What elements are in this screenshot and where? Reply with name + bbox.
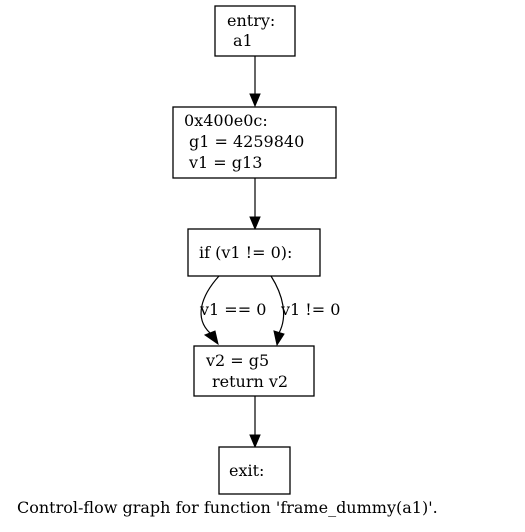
- node-cond: if (v1 != 0):: [187, 228, 321, 277]
- node-block-400e0c-box: [172, 106, 337, 179]
- node-return: v2 = g5 return v2: [193, 345, 315, 397]
- node-return-line-1: v2 = g5: [205, 351, 269, 370]
- node-return-line-2: return v2: [212, 372, 288, 391]
- arrowhead: [249, 216, 261, 231]
- node-exit: exit:: [218, 446, 291, 495]
- node-return-box: [193, 345, 315, 397]
- node-block-400e0c-line-1: 0x400e0c:: [184, 111, 268, 130]
- edge-label-eq-zero: v1 == 0: [199, 300, 266, 319]
- arrowhead: [273, 330, 285, 347]
- arrowhead: [249, 93, 261, 108]
- node-entry-box: [214, 5, 296, 57]
- node-block-400e0c-line-3: v1 = g13: [188, 153, 262, 172]
- node-entry-line-1: entry:: [227, 11, 275, 30]
- edge-cond-ne-zero: v1 != 0: [270, 275, 340, 347]
- arrowhead: [203, 330, 219, 346]
- edge-cond-eq-zero: v1 == 0: [199, 275, 266, 346]
- node-entry: entry: a1: [214, 5, 296, 57]
- arrowhead: [249, 434, 261, 449]
- node-exit-line-1: exit:: [229, 461, 264, 480]
- node-block-400e0c: 0x400e0c: g1 = 4259840 v1 = g13: [172, 106, 337, 179]
- node-exit-box: [218, 446, 291, 495]
- node-cond-box: [187, 228, 321, 277]
- node-entry-line-2: a1: [233, 31, 253, 50]
- edge-block-to-cond: [249, 178, 261, 231]
- graph-caption: Control-flow graph for function 'frame_d…: [17, 498, 438, 517]
- node-cond-line-1: if (v1 != 0):: [199, 243, 292, 262]
- node-block-400e0c-line-2: g1 = 4259840: [189, 132, 304, 151]
- edge-entry-to-block: [249, 56, 261, 108]
- edge-return-to-exit: [249, 396, 261, 449]
- edge-label-ne-zero: v1 != 0: [280, 300, 340, 319]
